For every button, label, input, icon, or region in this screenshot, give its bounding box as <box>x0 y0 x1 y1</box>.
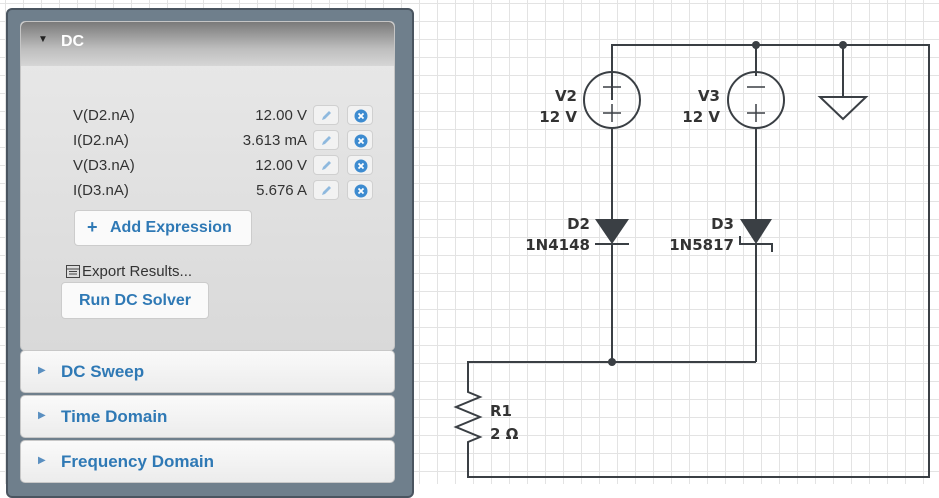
pencil-icon <box>322 136 331 145</box>
time-domain-section[interactable]: ▶ Time Domain <box>20 395 395 438</box>
close-circle-icon <box>354 159 368 173</box>
r1-name: R1 <box>490 402 512 420</box>
caret-down-icon: ▼ <box>38 34 48 45</box>
result-row: V(D3.nA) 12.00 V <box>73 155 383 177</box>
result-value: 12.00 V <box>255 107 307 124</box>
caret-right-icon: ▶ <box>38 410 46 421</box>
dc-section-title: DC <box>61 33 85 50</box>
junction-dot <box>608 358 616 366</box>
d2-diode <box>595 219 629 244</box>
add-expression-label: Add Expression <box>110 219 232 236</box>
close-circle-icon <box>354 134 368 148</box>
edit-expression-button[interactable] <box>313 105 339 125</box>
v3-name: V3 <box>698 87 720 105</box>
result-row: I(D2.nA) 3.613 mA <box>73 130 383 152</box>
analysis-panel: ▼ DC V(D2.nA) 12.00 V I(D2.nA) 3.613 mA … <box>6 8 414 498</box>
export-results-link[interactable]: Export Results... <box>66 263 192 280</box>
edit-expression-button[interactable] <box>313 180 339 200</box>
delete-expression-button[interactable] <box>347 155 373 175</box>
edit-expression-button[interactable] <box>313 155 339 175</box>
d3-name: D3 <box>711 215 734 233</box>
junction-dot <box>752 41 760 49</box>
result-name: I(D3.nA) <box>73 182 129 199</box>
dc-sweep-section[interactable]: ▶ DC Sweep <box>20 350 395 393</box>
table-icon <box>66 265 80 278</box>
schematic-drawing[interactable]: V2 12 V V3 12 V D2 1N4148 D3 1N5817 R1 2… <box>0 0 939 484</box>
close-circle-icon <box>354 184 368 198</box>
close-circle-icon <box>354 109 368 123</box>
plus-icon: + <box>87 217 98 237</box>
add-expression-button[interactable]: + Add Expression <box>74 210 252 246</box>
d3-part: 1N5817 <box>669 236 734 254</box>
dc-section-header[interactable]: ▼ DC <box>21 22 394 66</box>
pencil-icon <box>322 186 331 195</box>
d3-diode <box>740 219 772 244</box>
pencil-icon <box>322 111 331 120</box>
ground-symbol <box>817 96 869 121</box>
time-domain-title: Time Domain <box>61 407 168 426</box>
junction-dot <box>839 41 847 49</box>
v2-name: V2 <box>555 87 577 105</box>
wire-node-r1 <box>467 361 756 390</box>
result-value: 5.676 A <box>256 182 307 199</box>
d2-name: D2 <box>567 215 590 233</box>
caret-right-icon: ▶ <box>38 365 46 376</box>
dc-sweep-title: DC Sweep <box>61 362 145 381</box>
dc-section: ▼ DC V(D2.nA) 12.00 V I(D2.nA) 3.613 mA … <box>20 21 395 351</box>
result-name: V(D3.nA) <box>73 157 135 174</box>
result-name: I(D2.nA) <box>73 132 129 149</box>
r1-value: 2 Ω <box>490 425 519 443</box>
frequency-domain-section[interactable]: ▶ Frequency Domain <box>20 440 395 483</box>
v2-value: 12 V <box>539 108 577 126</box>
wire-top <box>467 44 930 478</box>
frequency-domain-title: Frequency Domain <box>61 452 215 471</box>
result-value: 3.613 mA <box>242 132 307 149</box>
d2-part: 1N4148 <box>525 236 590 254</box>
delete-expression-button[interactable] <box>347 130 373 150</box>
delete-expression-button[interactable] <box>347 180 373 200</box>
result-row: I(D3.nA) 5.676 A <box>73 180 383 202</box>
r1-resistor <box>453 390 483 452</box>
run-dc-solver-button[interactable]: Run DC Solver <box>61 282 209 319</box>
edit-expression-button[interactable] <box>313 130 339 150</box>
result-name: V(D2.nA) <box>73 107 135 124</box>
pencil-icon <box>322 161 331 170</box>
export-results-label: Export Results... <box>82 263 193 280</box>
result-row: V(D2.nA) 12.00 V <box>73 105 383 127</box>
delete-expression-button[interactable] <box>347 105 373 125</box>
result-value: 12.00 V <box>255 157 307 174</box>
caret-right-icon: ▶ <box>38 455 46 466</box>
v3-value: 12 V <box>682 108 720 126</box>
